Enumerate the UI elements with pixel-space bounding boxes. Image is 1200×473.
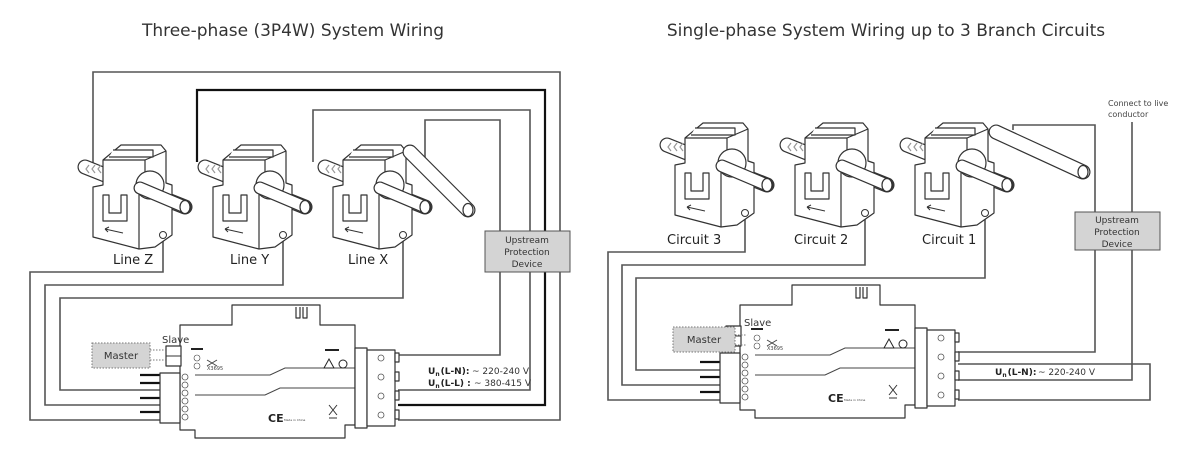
svg-text:Protection: Protection	[504, 248, 550, 258]
svg-text:Upstream: Upstream	[1095, 216, 1139, 226]
connect-note-line2: conductor	[1108, 110, 1149, 119]
right-voltage-ln: Un(L-N): ~ 220-240 V	[995, 368, 1096, 379]
ce-mark: CE	[268, 412, 284, 425]
svg-text:Un(L-N):: Un(L-N):	[995, 368, 1036, 379]
svg-text:Master: Master	[687, 335, 722, 346]
ct-label-circuit-1: Circuit 1	[922, 233, 976, 248]
connect-note-line1: Connect to live	[1108, 99, 1168, 108]
made-in-label: Made in China	[844, 398, 866, 402]
ct-circuit-3	[659, 122, 775, 228]
left-title: Three-phase (3P4W) System Wiring	[141, 21, 444, 41]
left-voltage-ln: Un(L-N): ~ 220-240 V	[428, 367, 530, 378]
svg-text:Device: Device	[1102, 240, 1133, 250]
conductor-cylinder	[988, 124, 1091, 180]
svg-text:Un(L-N):: Un(L-N):	[428, 367, 469, 378]
ct-label-circuit-3: Circuit 3	[667, 233, 721, 248]
right-wires	[607, 122, 1151, 401]
svg-text:Master: Master	[104, 351, 139, 362]
made-in-label: Made in China	[284, 418, 306, 422]
svg-text:Upstream: Upstream	[505, 236, 549, 246]
right-slave-label: Slave	[744, 318, 771, 329]
svg-text:~ 380-415 V: ~ 380-415 V	[474, 379, 532, 389]
ct-line-y	[197, 144, 313, 250]
left-slave-label: Slave	[162, 335, 189, 346]
ct-line-x	[317, 144, 433, 250]
right-title: Single-phase System Wiring up to 3 Branc…	[667, 21, 1105, 41]
meter-model: X3695	[207, 366, 223, 372]
right-master-box: Master	[672, 326, 746, 353]
left-upstream-protection-device: Upstream Protection Device	[484, 230, 571, 273]
left-wires	[29, 71, 561, 421]
svg-text:~ 220-240 V: ~ 220-240 V	[1038, 368, 1096, 378]
left-voltage-ll: Un(L-L) : ~ 380-415 V	[428, 379, 532, 390]
left-master-box: Master	[91, 342, 166, 369]
meter-model: X3695	[767, 346, 783, 352]
right-upstream-protection-device: Upstream Protection Device	[1074, 211, 1161, 251]
ct-label-line-x: Line X	[348, 253, 388, 268]
svg-text:Protection: Protection	[1094, 228, 1140, 238]
ct-circuit-2	[779, 122, 895, 228]
svg-text:Device: Device	[512, 260, 543, 270]
conductor-cylinder	[402, 144, 476, 218]
ct-circuit-1	[899, 122, 1015, 228]
svg-text:~ 220-240 V: ~ 220-240 V	[472, 367, 530, 377]
svg-text:Un(L-L) :: Un(L-L) :	[428, 379, 471, 390]
ct-label-circuit-2: Circuit 2	[794, 233, 848, 248]
ce-mark: CE	[828, 392, 844, 405]
ct-line-z	[77, 144, 193, 250]
ct-label-line-y: Line Y	[230, 253, 269, 268]
ct-label-line-z: Line Z	[113, 253, 153, 268]
current-transformers	[77, 122, 1091, 250]
